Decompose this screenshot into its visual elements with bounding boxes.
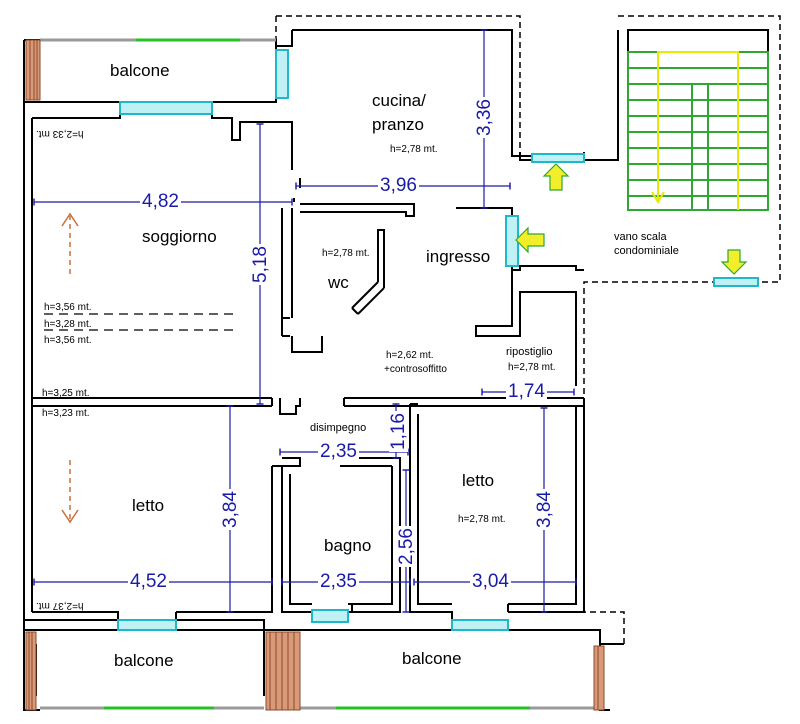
railings [40,38,594,710]
height-label-soggiorno-bottom: h=3,25 mt. [42,388,90,399]
height-label-letto-left-top: h=3,23 mt. [42,408,90,419]
room-label-soggiorno: soggiorno [142,227,217,246]
room-label-balcone-bottom-right: balcone [402,649,462,668]
room-label-letto-right: letto [462,471,495,490]
height-label-cucina: h=2,78 mt. [390,144,438,155]
dimension-ripostiglio-width: 1,74 [506,381,547,402]
room-label-ripostiglio: ripostiglio [506,346,553,358]
dimension-cucina-depth: 3,36 [473,97,495,138]
dimension-letto-right-width: 3,04 [470,571,511,592]
ceiling-lines [44,313,236,331]
room-label-bagno: bagno [324,536,372,555]
room-label-ingresso: ingresso [426,247,491,266]
room-label-vano-scala: vano scala [614,231,667,243]
height-label-soggiorno-top: h=2,33 mt. [36,128,84,139]
dimension-disimpegno-depth: 1,16 [387,411,409,452]
height-label-ripostiglio: h=2,78 mt. [508,362,556,373]
dimension-bagno-width: 2,35 [318,571,359,592]
dimension-disimpegno-width: 2,35 [318,441,359,462]
height-label-letto-left-bottom: h=2,37 mt. [36,600,84,611]
slope-arrows [61,212,79,524]
height-label-controsoffitto: +controsoffitto [384,364,447,375]
room-label-cucina: cucina/ [372,91,426,110]
room-label-pranzo: pranzo [372,115,424,134]
room-label-disimpegno: disimpegno [310,422,367,434]
dimension-letto-left-width: 4,52 [128,571,169,592]
room-label-letto-left: letto [132,496,165,515]
windows [117,49,759,631]
dimension-letto-left-depth: 3,84 [219,489,241,530]
height-label-letto-right: h=2,78 mt. [458,514,506,525]
room-label-balcone-bottom-left: balcone [114,651,174,670]
dimension-soggiorno-depth: 5,18 [249,244,271,285]
dimension-cucina-width: 3,96 [378,175,419,196]
room-label-condominiale: condominiale [614,245,679,257]
stairwell [627,29,769,211]
entry-arrows [515,163,748,275]
height-label-soggiorno-2: h=3,28 mt. [44,319,92,330]
height-label-disimpegno: h=2,62 mt. [386,350,434,361]
dimension-bagno-depth: 2,56 [395,526,417,567]
height-label-soggiorno-3: h=3,56 mt. [44,335,92,346]
dimension-soggiorno-width: 4,82 [140,191,181,212]
height-label-soggiorno-1: h=3,56 mt. [44,302,92,313]
room-label-wc: wc [328,273,349,292]
dimension-letto-right-depth: 3,84 [533,489,555,530]
height-label-wc: h=2,78 mt. [322,248,370,259]
room-label-balcone-top: balcone [110,61,170,80]
